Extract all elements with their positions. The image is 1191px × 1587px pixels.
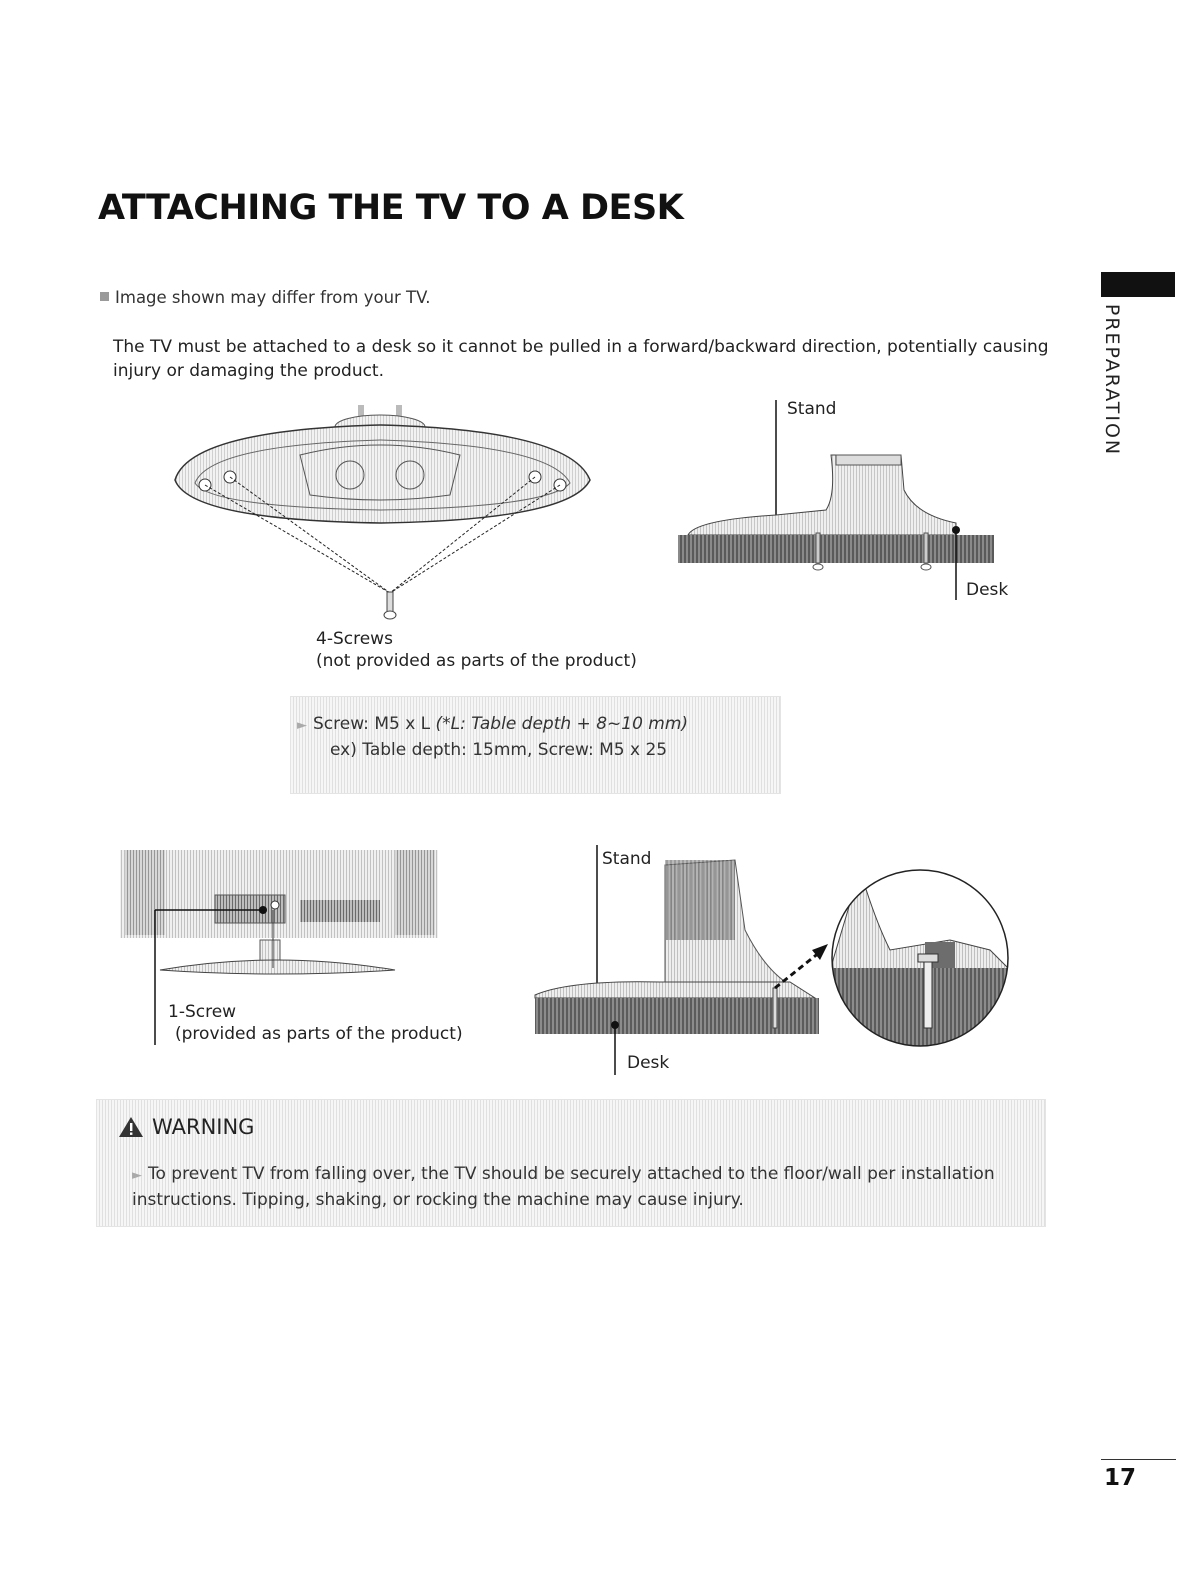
section-tab-label: PREPARATION — [1101, 303, 1123, 457]
page-title: ATTACHING THE TV TO A DESK — [98, 188, 684, 228]
intro-paragraph: The TV must be attached to a desk so it … — [113, 337, 1049, 381]
warning-box — [96, 1099, 1046, 1227]
bottom-stand-label: Stand — [602, 849, 652, 869]
stand-side-illustration — [678, 400, 994, 600]
top-figure-caption-line1: 4-Screws — [316, 629, 393, 649]
bullet-square-icon — [100, 292, 109, 301]
section-tab-marker — [1101, 272, 1175, 297]
tv-back-illustration — [120, 850, 438, 1045]
warning-text: ►To prevent TV from falling over, the TV… — [132, 1164, 995, 1210]
image-note: Image shown may differ from your TV. — [100, 288, 431, 307]
screw-spec-line1: ►Screw: M5 x L (*L: Table depth + 8~10 m… — [297, 714, 689, 734]
bottom-figure-caption-line2: (provided as parts of the product) — [175, 1024, 463, 1044]
page-number: 17 — [1104, 1465, 1137, 1491]
warning-title: WARNING — [118, 1115, 254, 1139]
bottom-figure-caption-line1: 1-Screw — [168, 1002, 237, 1022]
arrow-bullet-icon: ► — [297, 718, 307, 733]
arrow-bullet-icon: ► — [132, 1168, 142, 1183]
top-stand-label: Stand — [787, 399, 837, 419]
top-desk-label: Desk — [966, 580, 1009, 600]
image-note-text: Image shown may differ from your TV. — [115, 288, 431, 307]
screw-spec-box — [290, 696, 781, 794]
stand-desk-detail-illustration — [534, 845, 1009, 1075]
bottom-desk-label: Desk — [627, 1053, 670, 1073]
stand-bottom-illustration — [174, 405, 591, 620]
screw-spec-line2: ex) Table depth: 15mm, Screw: M5 x 25 — [330, 740, 668, 760]
top-figure-caption-line2: (not provided as parts of the product) — [316, 651, 637, 671]
warning-triangle-icon — [119, 1117, 143, 1137]
page-number-rule — [1101, 1459, 1176, 1460]
